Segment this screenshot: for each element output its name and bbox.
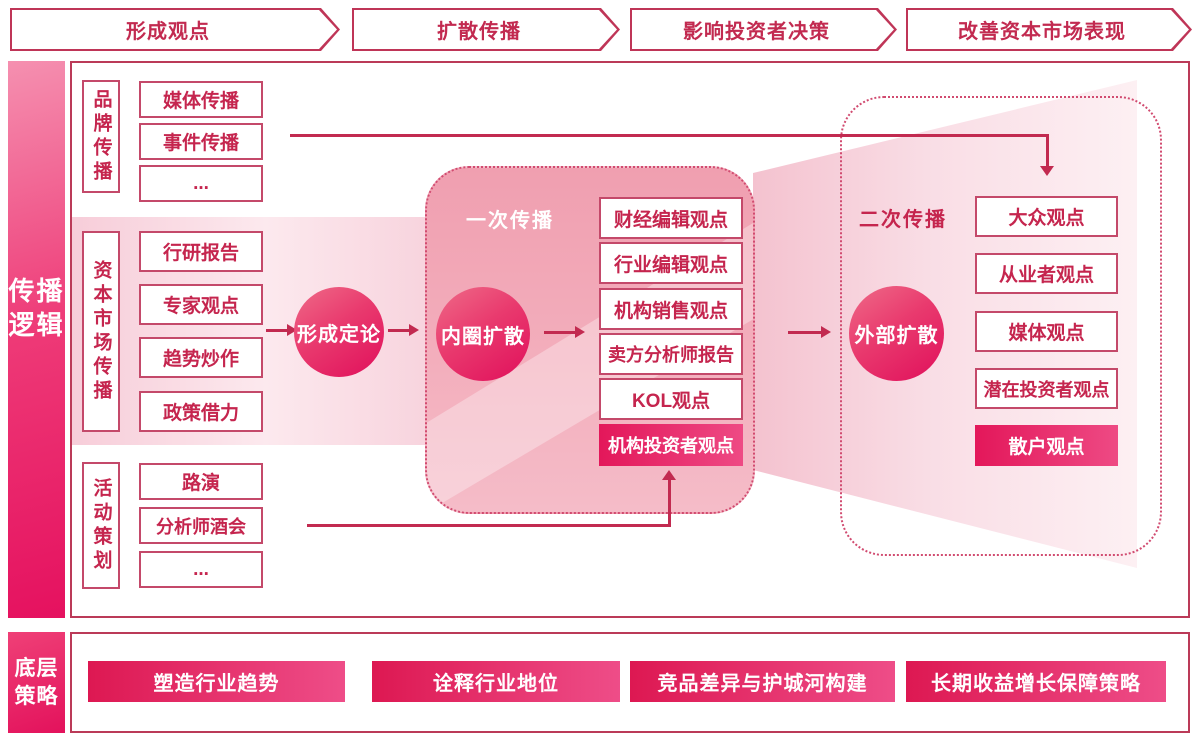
primary-box-finance-editor: 财经编辑观点 bbox=[599, 197, 743, 239]
secondary-box-media-view: 媒体观点 bbox=[975, 311, 1118, 352]
item-label: 政策借力 bbox=[162, 403, 239, 424]
item-label: 分析师酒会 bbox=[156, 516, 246, 537]
group-box-event-planning: 活动策划 bbox=[82, 462, 120, 589]
strategy-label: 诠释行业地位 bbox=[433, 673, 559, 695]
secondary-box-practitioner-view: 从业者观点 bbox=[975, 253, 1118, 294]
stage-label: 改善资本市场表现 bbox=[958, 21, 1126, 43]
connector-top-horizontal bbox=[290, 134, 1049, 137]
sidebar-base-strategy: 底层 策略 bbox=[8, 632, 65, 733]
stage-chevron-improve-market: 改善资本市场表现 bbox=[906, 8, 1192, 51]
strategy-box-moat-building: 竞品差异与护城河构建 bbox=[630, 661, 895, 702]
chevron-shape-inner bbox=[354, 10, 617, 49]
item-label: 机构销售观点 bbox=[613, 300, 728, 322]
item-label: KOL观点 bbox=[631, 390, 711, 412]
strategy-label: 长期收益增长保障策略 bbox=[931, 673, 1141, 695]
item-label: 事件传播 bbox=[162, 133, 239, 154]
connector-top-arrowhead bbox=[1040, 166, 1054, 176]
item-label: 行研报告 bbox=[162, 243, 239, 264]
item-box-roadshow: 路演 bbox=[139, 463, 263, 500]
sidebar-logic-line2: 逻辑 bbox=[8, 310, 65, 340]
item-label: 路演 bbox=[181, 473, 220, 494]
primary-box-institution-sales: 机构销售观点 bbox=[599, 288, 743, 330]
item-label: ... bbox=[193, 558, 209, 580]
item-label: 散户观点 bbox=[1008, 437, 1085, 458]
group-box-brand-communication: 品牌传播 bbox=[82, 80, 120, 193]
arrow-inner-to-boxes bbox=[544, 326, 585, 338]
item-label: 行业编辑观点 bbox=[613, 254, 728, 276]
primary-box-institutional-investor: 机构投资者观点 bbox=[599, 424, 743, 466]
arrow-to-outer-diffusion bbox=[788, 326, 831, 338]
secondary-zone-label: 二次传播 bbox=[859, 209, 947, 231]
strategy-label: 塑造行业趋势 bbox=[153, 673, 280, 695]
arrow-to-form-conclusion bbox=[266, 324, 297, 336]
item-label: 机构投资者观点 bbox=[608, 436, 734, 456]
item-box-event-communication: 事件传播 bbox=[139, 123, 263, 160]
stage-label: 扩散传播 bbox=[437, 21, 521, 43]
primary-box-sellside-report: 卖方分析师报告 bbox=[599, 333, 743, 375]
stage-label: 影响投资者决策 bbox=[683, 21, 830, 43]
stage-chevron-form-viewpoint: 形成观点 bbox=[10, 8, 340, 51]
primary-zone-label: 一次传播 bbox=[466, 210, 554, 232]
item-label: 媒体观点 bbox=[1008, 323, 1085, 344]
connector-bottom-horizontal bbox=[307, 524, 671, 527]
secondary-diffusion-container bbox=[840, 96, 1162, 556]
group-box-capital-market: 资本市场传播 bbox=[82, 231, 120, 432]
item-box-brand-more: ... bbox=[139, 165, 263, 202]
item-label: 专家观点 bbox=[162, 296, 239, 317]
chevron-shape-inner bbox=[12, 10, 337, 49]
stage-chevron-influence-investors: 影响投资者决策 bbox=[630, 8, 897, 51]
group-label: 资本市场传播 bbox=[90, 259, 112, 404]
connector-bottom-arrowhead bbox=[662, 470, 676, 480]
secondary-box-retail-investor: 散户观点 bbox=[975, 425, 1118, 466]
item-box-expert-view: 专家观点 bbox=[139, 284, 263, 325]
arrow-to-primary-zone bbox=[388, 324, 419, 336]
sidebar-logic-line1: 传播 bbox=[8, 276, 65, 306]
item-label: 潜在投资者观点 bbox=[983, 379, 1110, 400]
strategy-label: 竞品差异与护城河构建 bbox=[657, 673, 868, 695]
item-box-events-more: ... bbox=[139, 551, 263, 588]
item-label: ... bbox=[193, 172, 209, 194]
item-label: 趋势炒作 bbox=[162, 349, 239, 370]
item-label: 从业者观点 bbox=[998, 265, 1094, 286]
strategy-box-shape-industry-trend: 塑造行业趋势 bbox=[88, 661, 345, 702]
secondary-box-potential-investor: 潜在投资者观点 bbox=[975, 368, 1118, 409]
circle-label: 形成定论 bbox=[297, 323, 381, 346]
item-label: 卖方分析师报告 bbox=[608, 345, 734, 365]
connector-top-vertical bbox=[1046, 134, 1049, 166]
secondary-box-public-view: 大众观点 bbox=[975, 196, 1118, 237]
chevron-shape-inner bbox=[908, 10, 1189, 49]
strategy-box-longterm-return: 长期收益增长保障策略 bbox=[906, 661, 1166, 702]
circle-inner-diffusion: 内圈扩散 bbox=[436, 287, 530, 381]
item-box-industry-research: 行研报告 bbox=[139, 231, 263, 272]
item-box-trend-hype: 趋势炒作 bbox=[139, 337, 263, 378]
circle-outer-diffusion: 外部扩散 bbox=[849, 286, 944, 381]
chevron-shape-inner bbox=[632, 10, 894, 49]
stage-chevron-diffuse: 扩散传播 bbox=[352, 8, 620, 51]
circle-label: 外部扩散 bbox=[854, 325, 939, 347]
item-box-media-communication: 媒体传播 bbox=[139, 81, 263, 118]
circle-form-conclusion: 形成定论 bbox=[294, 287, 384, 377]
sidebar-strategy-line1: 底层 bbox=[14, 657, 59, 680]
stage-label: 形成观点 bbox=[126, 21, 210, 43]
item-label: 财经编辑观点 bbox=[613, 209, 728, 231]
item-box-policy-leverage: 政策借力 bbox=[139, 391, 263, 432]
sidebar-strategy-line2: 策略 bbox=[14, 685, 59, 708]
item-label: 媒体传播 bbox=[162, 91, 239, 112]
primary-box-kol-view: KOL观点 bbox=[599, 378, 743, 420]
connector-bottom-vertical bbox=[668, 480, 671, 527]
group-label: 品牌传播 bbox=[90, 88, 112, 185]
sidebar-communication-logic: 传播 逻辑 bbox=[8, 61, 65, 618]
strategy-box-interpret-position: 诠释行业地位 bbox=[372, 661, 620, 702]
primary-box-industry-editor: 行业编辑观点 bbox=[599, 242, 743, 284]
item-box-analyst-dinner: 分析师酒会 bbox=[139, 507, 263, 544]
group-label: 活动策划 bbox=[90, 477, 112, 574]
item-label: 大众观点 bbox=[1008, 208, 1085, 229]
circle-label: 内圈扩散 bbox=[441, 325, 525, 348]
